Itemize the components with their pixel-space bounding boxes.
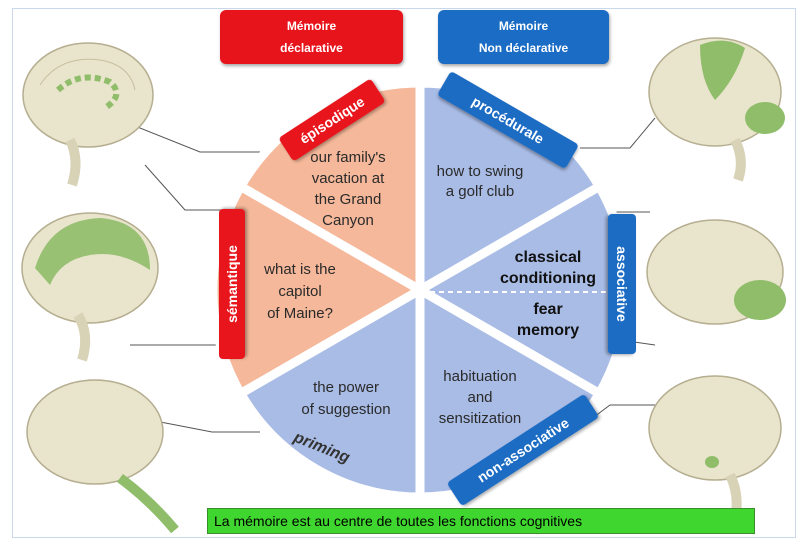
procedural-example-1: how to swing xyxy=(437,163,524,180)
procedural-example-2: a golf club xyxy=(446,183,514,200)
brain-semantic xyxy=(21,212,159,362)
episodic-example-4: Canyon xyxy=(322,212,374,229)
declarative-memory-header: Mémoire déclarative xyxy=(220,10,403,64)
label-associative: associative xyxy=(608,214,636,354)
episodic-example-2: vacation at xyxy=(312,170,385,187)
brain-icon xyxy=(26,379,179,534)
associative-example-3: fear xyxy=(533,301,562,318)
declarative-header-line2: déclarative xyxy=(280,41,343,55)
non-declarative-header-line2: Non déclarative xyxy=(478,41,569,55)
brain-non-associative xyxy=(648,375,782,521)
brain-icon xyxy=(648,375,782,521)
segment-semantic xyxy=(208,180,430,400)
episodic-example-3: the Grand xyxy=(315,191,382,208)
segment-priming xyxy=(234,282,425,502)
non-associative-example-3: sensitization xyxy=(439,410,522,427)
non-declarative-memory-header: Mémoire Non déclarative xyxy=(438,10,609,64)
non-declarative-header-line1: Mémoire xyxy=(498,19,549,33)
non-associative-example-2: and xyxy=(467,389,492,406)
brain-episodic xyxy=(22,42,154,187)
caption: La mémoire est au centre de toutes les f… xyxy=(207,508,755,534)
brain-icon xyxy=(22,42,154,187)
priming-example-1: the power xyxy=(313,379,379,396)
associative-example-4: memory xyxy=(517,322,579,339)
semantic-example-1: what is the xyxy=(263,261,336,278)
episodic-example-1: our family's xyxy=(310,149,385,166)
semantic-example-3: of Maine? xyxy=(267,305,333,322)
frame xyxy=(12,8,796,538)
priming-example-2: of suggestion xyxy=(301,401,390,418)
associative-label: associative xyxy=(614,246,630,322)
declarative-header-line1: Mémoire xyxy=(286,19,337,33)
brain-procedural xyxy=(648,37,785,182)
brain-associative xyxy=(646,219,786,325)
associative-example-2: conditioning xyxy=(500,270,596,287)
associative-example-1: classical xyxy=(515,249,582,266)
semantic-example-2: capitol xyxy=(278,283,321,300)
semantic-label: sémantique xyxy=(224,245,240,323)
brain-priming xyxy=(26,379,179,534)
label-semantic: sémantique xyxy=(219,209,245,359)
non-associative-example-1: habituation xyxy=(443,368,516,385)
